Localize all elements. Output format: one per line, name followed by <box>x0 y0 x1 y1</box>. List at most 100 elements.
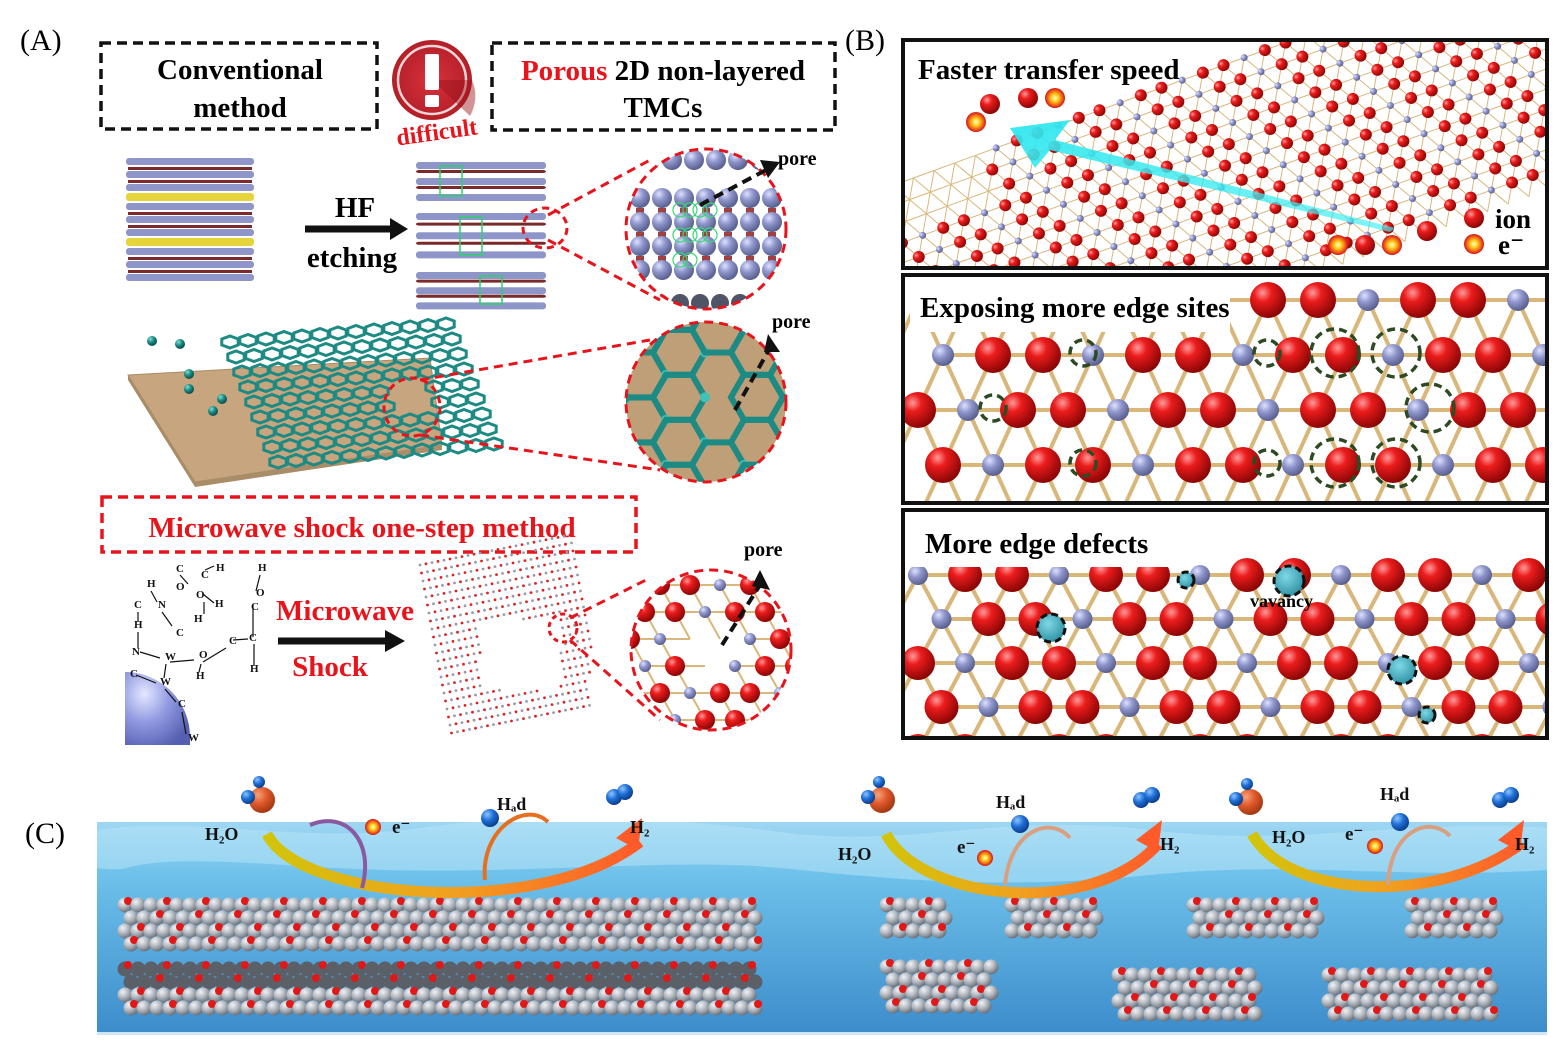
metal-atom <box>507 923 523 939</box>
metal-atom <box>715 961 731 977</box>
bond <box>1301 257 1306 266</box>
molecule-bond <box>179 574 189 585</box>
chalcogen-atom <box>1202 145 1215 158</box>
bond <box>1344 141 1363 157</box>
carbon-ring <box>310 326 330 343</box>
carbon-ring <box>448 346 468 362</box>
vacancy-site <box>1037 614 1065 642</box>
metal-atom <box>751 294 769 309</box>
lattice-atom <box>475 635 479 638</box>
lattice-atom <box>580 697 584 700</box>
lattice-atom <box>516 552 519 556</box>
carbon-ring <box>328 418 348 434</box>
oxygen-atom <box>442 936 450 944</box>
bond <box>929 170 935 193</box>
lattice-atom <box>559 618 563 622</box>
metal-atom <box>1437 144 1445 152</box>
carbon-ring <box>262 392 282 409</box>
chalcogen-atom <box>1450 282 1486 318</box>
lattice-atom <box>537 697 540 701</box>
lattice-atom <box>438 601 441 604</box>
chalcogen-atom <box>1343 114 1356 127</box>
metal-layer <box>126 216 254 223</box>
lattice-atom <box>486 691 489 694</box>
oxygen-atom <box>585 910 593 918</box>
carbon-ring <box>394 443 414 460</box>
molecule-atom-o: O <box>176 581 185 593</box>
lattice-atom <box>565 683 569 687</box>
carbon-ring <box>766 349 786 401</box>
metal-atom <box>905 897 921 913</box>
lattice-atom <box>435 651 438 655</box>
metal-atom <box>944 959 960 975</box>
lattice-atom <box>585 688 588 691</box>
oxygen-atom <box>1170 993 1178 1001</box>
bond <box>1106 751 1130 795</box>
metal-atom <box>416 987 432 1003</box>
chalcogen-atom <box>1278 259 1291 266</box>
oxygen-atom <box>241 961 249 969</box>
lattice-atom <box>484 616 488 620</box>
lattice-atom <box>562 700 566 704</box>
lattice-atom <box>477 676 480 680</box>
lattice-atom <box>426 603 429 607</box>
bond <box>1175 223 1194 239</box>
metal-atom <box>1163 967 1179 983</box>
metal-atom <box>1088 910 1104 926</box>
lattice-atom <box>445 674 449 678</box>
lattice-atom <box>454 589 458 593</box>
metal-atom <box>1186 923 1202 939</box>
metal-atom <box>955 653 975 673</box>
metal-atom <box>266 936 282 952</box>
metal-atom <box>676 897 692 913</box>
carbon-ring <box>688 439 748 482</box>
oxygen-atom <box>1157 967 1165 975</box>
oxygen-atom <box>397 961 405 969</box>
bond <box>1464 14 1481 36</box>
metal-atom <box>1072 609 1093 629</box>
metal-atom <box>630 236 650 256</box>
bond <box>930 184 952 193</box>
metal-atom <box>1324 124 1332 132</box>
bond <box>1426 8 1443 30</box>
lattice-atom <box>562 601 566 604</box>
carbon-ring <box>358 446 378 463</box>
chalcogen-atom <box>1194 188 1207 201</box>
bond <box>1482 751 1506 795</box>
bond <box>935 249 940 266</box>
lattice-atom <box>450 665 453 668</box>
metal-atom <box>1430 923 1446 939</box>
chalcogen-atom <box>1303 230 1316 243</box>
chalcogen-atom <box>740 683 760 703</box>
metal-atom <box>370 910 386 926</box>
reaction-arrowhead <box>1136 820 1162 852</box>
metal-atom <box>188 936 204 952</box>
carbon-ring <box>298 343 318 359</box>
metal-atom <box>481 961 497 977</box>
oxygen-atom <box>449 987 457 995</box>
metal-atom <box>696 260 716 280</box>
lattice-atom <box>477 709 480 713</box>
molecule-atom-n: N <box>158 599 166 611</box>
metal-atom <box>182 897 198 913</box>
bond <box>875 229 892 251</box>
bond <box>1420 0 1437 12</box>
oxygen-atom <box>748 897 756 905</box>
metal-atom <box>611 897 627 913</box>
metal-atom <box>344 1000 360 1016</box>
metal-atom <box>1336 59 1344 67</box>
oxygen-atom <box>273 910 281 918</box>
carbon-ring <box>394 350 414 367</box>
bond <box>1512 17 1529 39</box>
metal-atom <box>1392 180 1400 188</box>
metal-atom <box>1403 116 1411 124</box>
lattice-atom <box>544 571 548 575</box>
metal-atom <box>136 1000 152 1016</box>
metal-atom <box>416 897 432 913</box>
metal-atom <box>1199 897 1215 913</box>
bond <box>1030 254 1036 266</box>
metal-atom <box>1225 923 1241 939</box>
metal-atom <box>643 936 659 952</box>
lattice-atom <box>477 643 480 646</box>
h2-label: H₂ <box>1515 834 1534 854</box>
